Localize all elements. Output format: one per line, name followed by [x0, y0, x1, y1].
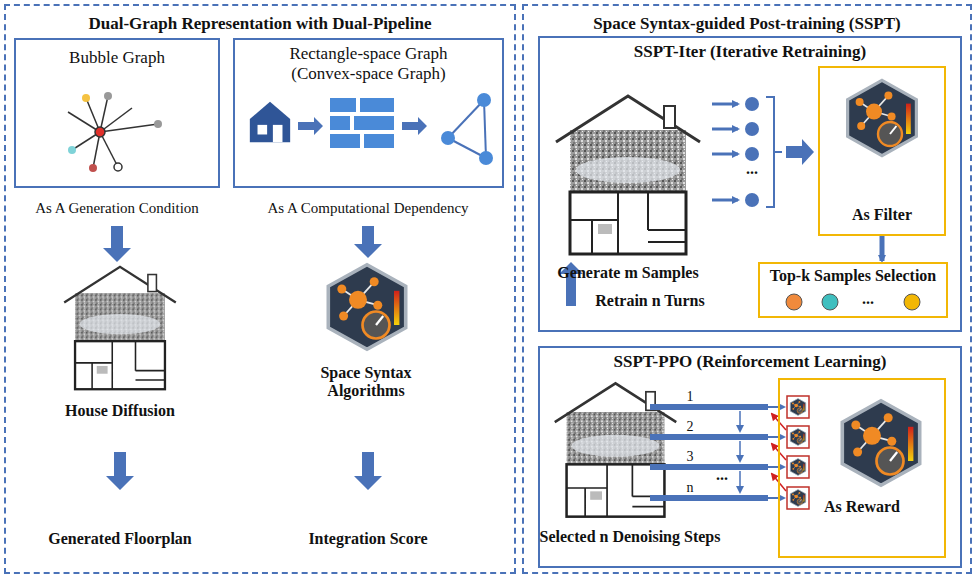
node-text: As Reward: [780, 498, 944, 516]
graph-box: Bubble Graph: [14, 38, 220, 188]
algorithm-label: Space Syntax Algorithms: [306, 364, 426, 401]
space-syntax-icon: [842, 401, 919, 486]
step-number: 2: [680, 419, 700, 435]
step-label: Selected n Denoising Steps: [520, 528, 740, 546]
method-box: SSPT-Iter (Iterative Retraining) As Filte…: [538, 36, 962, 332]
flow-arrow: [880, 236, 885, 261]
graph-box: Rectangle-space Graph (Convex-space Grap…: [233, 38, 504, 188]
node-text: Top-k Samples Selection: [760, 267, 946, 285]
condition-label: As A Generation Condition: [12, 200, 222, 217]
house-icon: [556, 96, 700, 254]
bubble-graph: [68, 92, 162, 172]
reward-box: As Reward: [778, 378, 946, 558]
dependency-label: As A Computational Dependency: [238, 200, 498, 217]
node-text: As Filter: [820, 206, 944, 224]
node-text: Space Syntax-guided Post-training (SSPT): [524, 14, 970, 34]
space-syntax-icon: [848, 80, 917, 155]
output-label: Integration Score: [268, 530, 468, 548]
ellipsis: ...: [737, 160, 767, 178]
step-number: 1: [680, 389, 700, 405]
node-text: Rectangle-space Graph (Convex-space Grap…: [264, 44, 474, 83]
panel: Space Syntax-guided Post-training (SSPT)…: [522, 4, 972, 574]
filter-box: As Filter: [818, 66, 946, 236]
ellipsis: ...: [707, 466, 737, 484]
selection-box: Top-k Samples Selection: [758, 262, 948, 318]
step-number: n: [680, 480, 700, 496]
model-label: House Diffusion: [65, 402, 175, 420]
ellipsis: ...: [853, 290, 883, 308]
step-label: Retrain n Turns: [575, 292, 725, 310]
arrows: [103, 97, 920, 509]
output-label: Generated Floorplan: [20, 530, 220, 548]
rect-graph: [250, 93, 493, 165]
space-syntax-icon: [328, 265, 405, 350]
node-text: Bubble Graph: [16, 48, 218, 68]
node-text: Dual-Graph Representation with Dual-Pipe…: [6, 14, 514, 34]
step-label: Generate m Samples: [543, 264, 713, 282]
panel: Dual-Graph Representation with Dual-Pipe…: [4, 4, 516, 574]
node-text: SSPT-PPO (Reinforcement Learning): [540, 352, 960, 372]
step-number: 3: [680, 449, 700, 465]
house-icon: [64, 267, 176, 389]
node-text: SSPT-Iter (Iterative Retraining): [540, 42, 960, 62]
